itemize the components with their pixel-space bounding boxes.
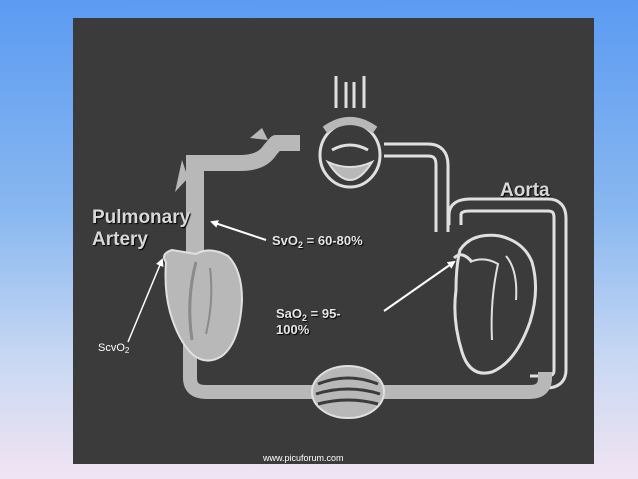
lungs-icon: [318, 76, 382, 189]
sao2-prefix: SaO: [276, 306, 303, 321]
svo2-prefix: SvO: [272, 233, 299, 248]
scvo2-label: ScvO2: [98, 342, 130, 355]
sao2-arrow: [383, 260, 456, 312]
scvo2-arrow: [127, 258, 164, 343]
right-heart-icon: [163, 248, 244, 362]
sao2-value-line1: = 95-: [307, 306, 341, 321]
scvo2-prefix: ScvO: [98, 342, 125, 354]
svo2-subscript: 2: [298, 240, 304, 250]
svo2-value: = 60-80%: [303, 233, 363, 248]
venous-loop: [175, 128, 316, 399]
pulmonary-artery-label-line2: Artery: [92, 229, 148, 250]
arterial-loop: [350, 142, 568, 399]
scvo2-subscript: 2: [124, 346, 130, 355]
svo2-label: SvO2 = 60-80%: [272, 233, 363, 250]
aorta-label: Aorta: [500, 180, 550, 201]
source-website: www.picuforum.com: [263, 453, 344, 463]
svo2-arrow: [210, 220, 267, 241]
systemic-capillary-bed: [311, 365, 385, 419]
pulmonary-artery-label-line1: Pulmonary: [92, 207, 191, 228]
left-heart-icon: [452, 233, 537, 375]
sao2-subscript: 2: [302, 313, 308, 323]
sao2-value-line2: 100%: [276, 322, 310, 337]
pulmonary-artery-label: Pulmonary Artery: [92, 207, 190, 251]
sao2-label: SaO2 = 95- 100%: [276, 306, 341, 338]
